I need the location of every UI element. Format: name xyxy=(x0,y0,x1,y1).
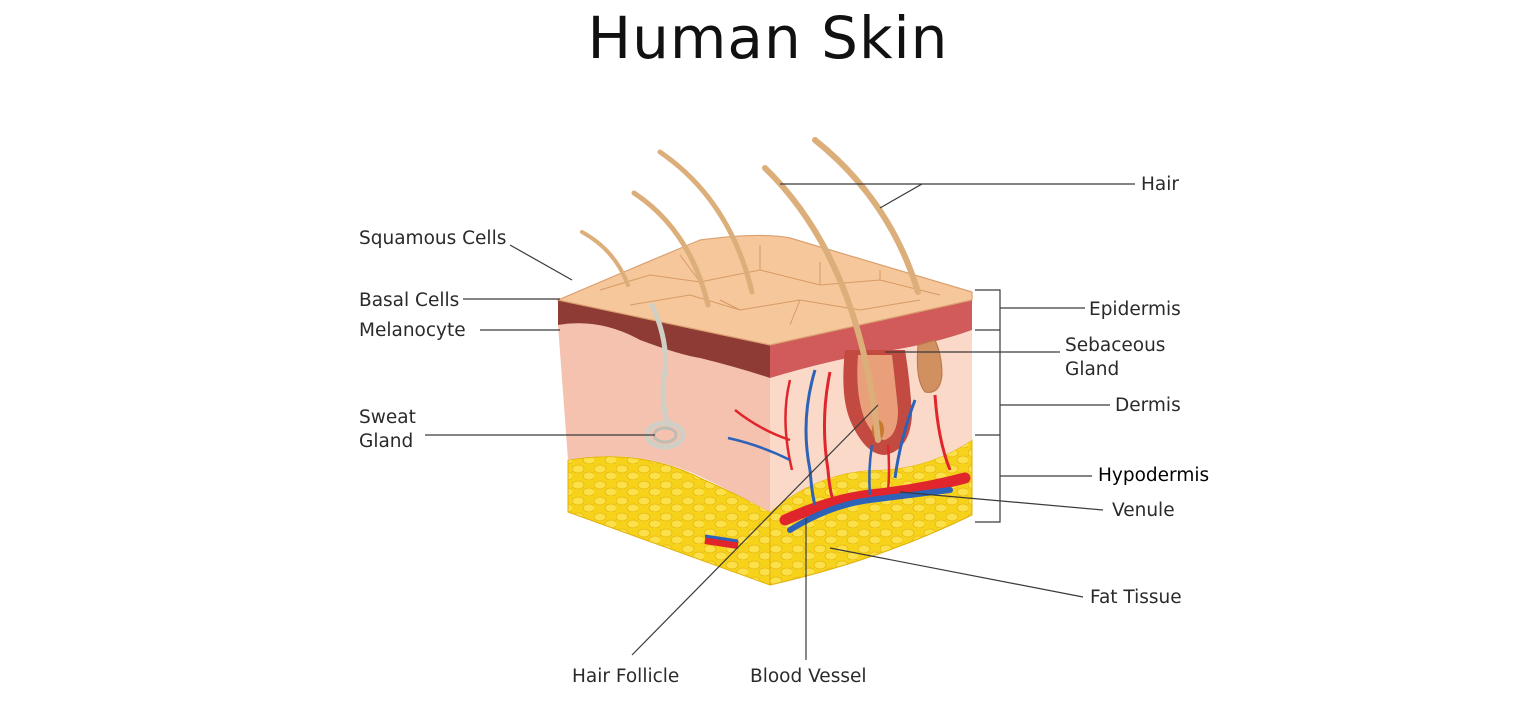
labels: Hair Squamous Cells Basal Cells Melanocy… xyxy=(359,174,1209,687)
hairs xyxy=(580,137,921,443)
blood-vessels xyxy=(704,369,971,549)
label-fat-tissue: Fat Tissue xyxy=(1090,587,1182,608)
label-dermis: Dermis xyxy=(1115,395,1181,416)
label-hair: Hair xyxy=(1141,174,1179,195)
label-epidermis: Epidermis xyxy=(1089,299,1181,320)
label-sebaceous-gland-line1: Sebaceous xyxy=(1065,335,1165,356)
label-hypodermis: Hypodermis xyxy=(1098,465,1209,486)
label-squamous-cells: Squamous Cells xyxy=(359,228,506,249)
label-basal-cells: Basal Cells xyxy=(359,290,459,311)
epidermis-top xyxy=(556,234,973,346)
label-hair-follicle: Hair Follicle xyxy=(572,666,679,687)
label-blood-vessel: Blood Vessel xyxy=(750,666,867,687)
label-sweat-gland-line1: Sweat xyxy=(359,407,416,428)
hair-follicle-shape xyxy=(843,350,912,455)
label-sebaceous-gland-line2: Gland xyxy=(1065,359,1119,380)
label-melanocyte: Melanocyte xyxy=(359,320,466,341)
label-sweat-gland-line2: Gland xyxy=(359,431,413,452)
page-title: Human Skin xyxy=(587,4,949,72)
sebaceous-gland-shape xyxy=(916,339,943,393)
label-venule: Venule xyxy=(1112,500,1175,521)
leader-lines xyxy=(425,183,1135,660)
